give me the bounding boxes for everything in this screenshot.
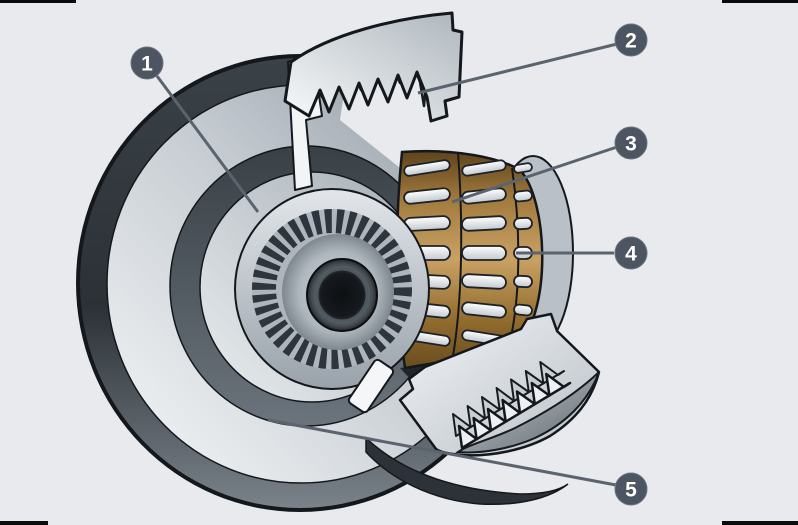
outer-race-segment-top xyxy=(283,11,464,123)
leader-lines xyxy=(155,42,618,487)
segment-bottom-teeth xyxy=(457,372,572,450)
inner-race-hub xyxy=(234,188,430,390)
segment-top-body xyxy=(283,11,464,123)
cut-face-bottom xyxy=(347,358,395,414)
callout-4-label: 4 xyxy=(625,243,637,266)
outer-race-segment-bottom xyxy=(398,312,601,457)
callout-4: 4 xyxy=(614,236,648,270)
corner-bar-top-left xyxy=(0,0,76,3)
callout-3: 3 xyxy=(614,126,648,160)
segment-bottom-back-teeth xyxy=(452,361,565,437)
leader-line-3 xyxy=(451,145,618,204)
leader-line-1 xyxy=(155,75,260,213)
bore-highlight-ring xyxy=(313,265,371,325)
callout-3-label: 3 xyxy=(625,133,637,156)
callout-5: 5 xyxy=(614,472,648,506)
corner-bar-bottom-right xyxy=(722,521,798,525)
corner-bar-top-right xyxy=(722,0,798,3)
callout-2: 2 xyxy=(614,23,648,57)
callout-1: 1 xyxy=(130,46,164,80)
needle-rollers xyxy=(403,159,533,347)
callout-5-label: 5 xyxy=(625,479,637,502)
callout-2-label: 2 xyxy=(625,30,637,53)
callout-1-label: 1 xyxy=(141,53,153,76)
spline-teeth xyxy=(252,209,412,369)
cage-rib xyxy=(451,151,463,363)
segment-bottom-race-band xyxy=(455,371,600,454)
leader-line-2 xyxy=(417,42,618,95)
corner-bar-bottom-left xyxy=(0,521,48,525)
rim-shadow-band xyxy=(365,436,569,506)
leader-line-5 xyxy=(267,418,617,487)
